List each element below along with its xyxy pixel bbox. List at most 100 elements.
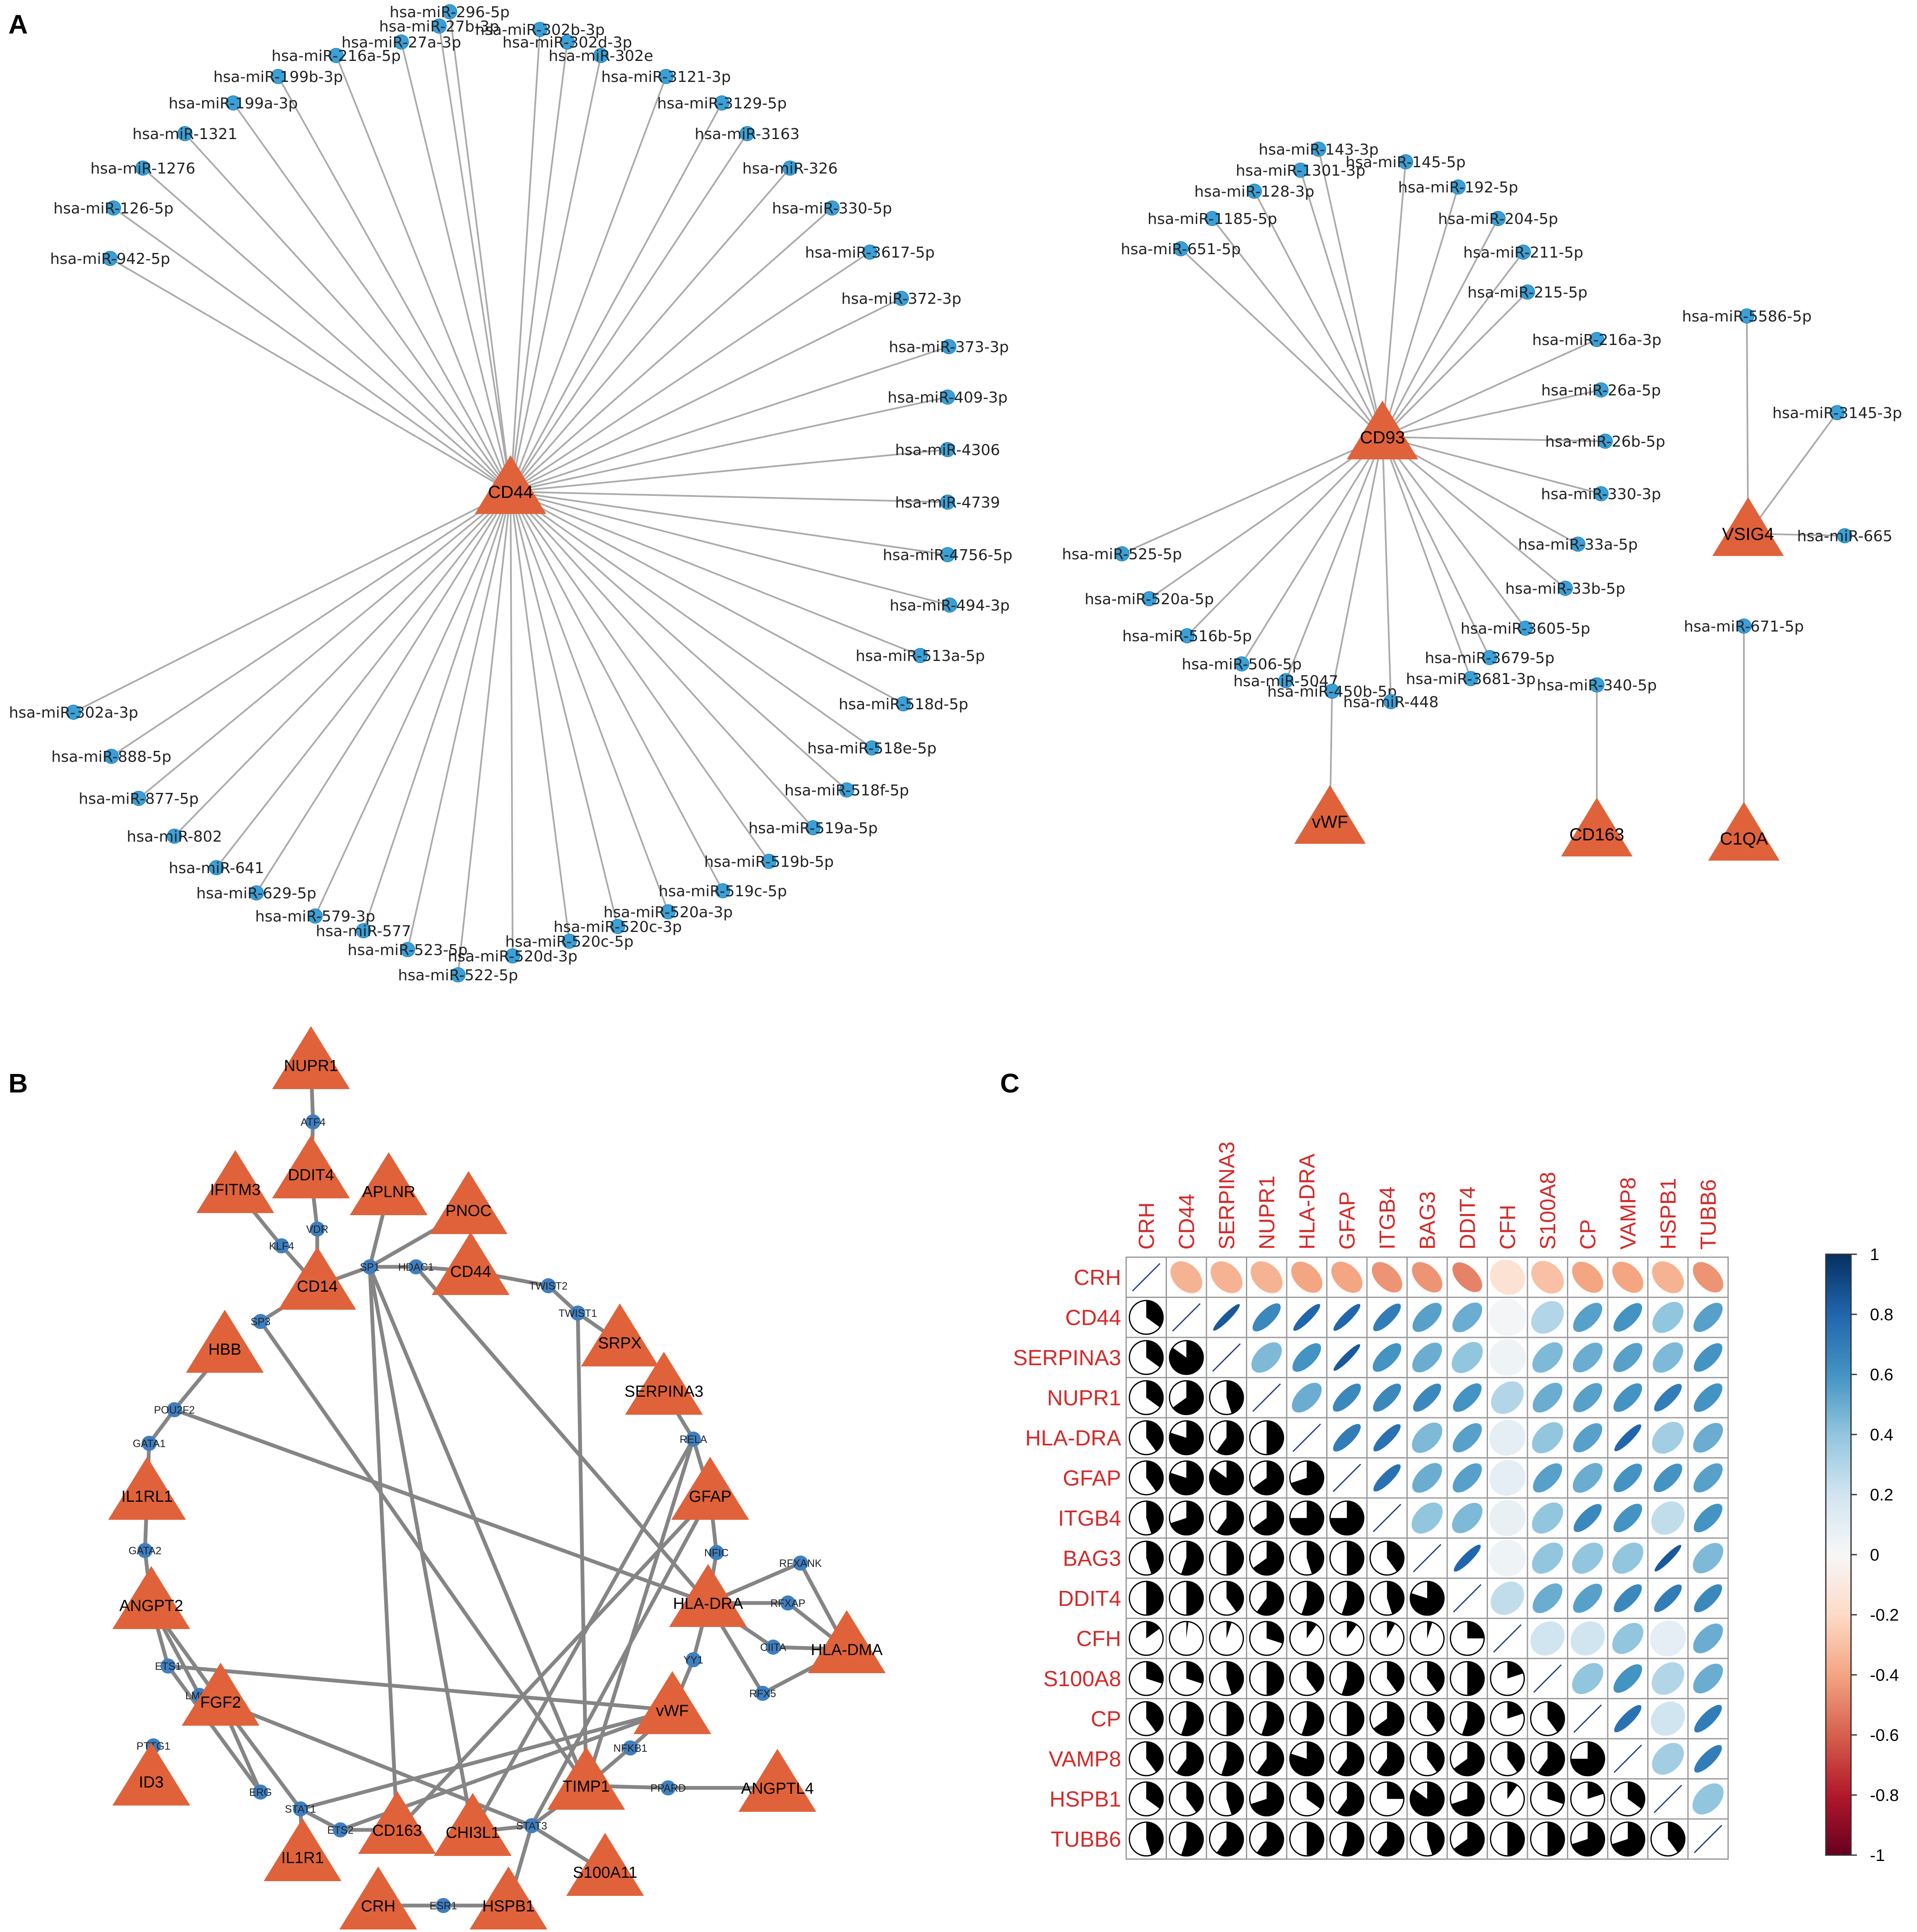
gene-label: IL1RL1 bbox=[121, 1488, 173, 1506]
correlation-pie-slice bbox=[1377, 1742, 1404, 1776]
correlation-ellipse bbox=[1489, 1500, 1526, 1536]
tf-node bbox=[686, 1652, 701, 1667]
mirna-label: hsa-miR-33b-5p bbox=[1505, 580, 1625, 597]
mirna-node bbox=[1293, 163, 1308, 178]
diagonal-line bbox=[1252, 1383, 1281, 1412]
mirna-label: hsa-miR-330-5p bbox=[772, 200, 892, 217]
column-label: GFAP bbox=[1335, 1191, 1359, 1250]
tf-label: GATA2 bbox=[129, 1545, 161, 1557]
correlation-pie-slice bbox=[1547, 1702, 1564, 1732]
correlation-ellipse bbox=[1490, 1582, 1524, 1615]
scale-tick-label: 0 bbox=[1870, 1546, 1879, 1564]
correlation-pie-slice bbox=[1337, 1782, 1364, 1816]
mirna-node bbox=[940, 547, 955, 562]
correlation-pie-slice bbox=[1253, 1501, 1284, 1535]
mirna-node bbox=[1383, 694, 1398, 709]
column-label: BAG3 bbox=[1415, 1191, 1440, 1250]
mirna-label: hsa-miR-520a-5p bbox=[1085, 591, 1214, 608]
correlation-pie-slice bbox=[1181, 1541, 1203, 1575]
panel-c-letter: C bbox=[1000, 1068, 1019, 1098]
correlation-pie-slice bbox=[1507, 1742, 1525, 1773]
mirna-node bbox=[106, 200, 121, 216]
correlation-ellipse bbox=[1653, 1342, 1683, 1373]
correlation-ellipse bbox=[1692, 1783, 1724, 1815]
correlation-ellipse bbox=[1612, 1542, 1643, 1574]
correlation-ellipse bbox=[1412, 1342, 1442, 1373]
correlation-ellipse bbox=[1654, 1463, 1683, 1492]
gene-triangle bbox=[272, 1135, 350, 1198]
panel-a-letter: A bbox=[8, 9, 28, 39]
correlation-pie-slice bbox=[1267, 1421, 1284, 1455]
correlation-ellipse bbox=[1651, 1701, 1685, 1736]
tf-node bbox=[274, 1238, 289, 1253]
diagonal-line bbox=[1453, 1584, 1482, 1613]
mirna-label: hsa-miR-302b-3p bbox=[475, 21, 605, 39]
correlation-pie-slice bbox=[1146, 1661, 1163, 1684]
gene-triangle bbox=[671, 1457, 749, 1520]
tf-node bbox=[686, 1432, 701, 1447]
tf-label: RFX5 bbox=[749, 1688, 776, 1700]
mirna-node bbox=[839, 782, 854, 798]
tf-label: HDAC1 bbox=[398, 1261, 434, 1273]
mirna-node bbox=[400, 942, 415, 957]
correlation-ellipse bbox=[1652, 1742, 1684, 1775]
gene-hub-triangle bbox=[1561, 798, 1633, 857]
gene-hub-label: CD93 bbox=[1360, 427, 1405, 447]
correlation-ellipse bbox=[1490, 1260, 1525, 1295]
correlation-pie-slice bbox=[1251, 1782, 1284, 1816]
correlation-pie-slice bbox=[1301, 1702, 1324, 1736]
edge-cd44-mirna bbox=[510, 42, 568, 492]
panel-c-correlation-matrix: CRHCRHCD44CD44SERPINA3SERPINA3NUPR1NUPR1… bbox=[1013, 1142, 1899, 1865]
correlation-pie-slice bbox=[1410, 1581, 1444, 1615]
edge-cd44-mirna bbox=[510, 167, 791, 492]
mirna-label: hsa-miR-4756-5p bbox=[883, 547, 1013, 564]
correlation-pie-slice bbox=[1176, 1742, 1203, 1776]
mirna-node bbox=[1598, 434, 1613, 449]
correlation-ellipse bbox=[1213, 1304, 1240, 1331]
tf-node bbox=[362, 1259, 377, 1274]
edge-cd93-mirna bbox=[1382, 187, 1459, 437]
correlation-pie-slice bbox=[1467, 1621, 1484, 1639]
tf-label: SP3 bbox=[250, 1316, 270, 1328]
mirna-node bbox=[1593, 382, 1609, 397]
correlation-ellipse bbox=[1573, 1423, 1602, 1453]
mirna-label: hsa-miR-877-5p bbox=[79, 790, 199, 808]
edge-cd44-mirna bbox=[438, 26, 511, 492]
diagonal-line bbox=[1573, 1704, 1602, 1733]
mirna-node bbox=[135, 161, 150, 176]
correlation-pie-slice bbox=[1221, 1742, 1243, 1776]
tf-label: ATF4 bbox=[300, 1116, 325, 1128]
gene-triangle bbox=[432, 1232, 510, 1295]
correlation-ellipse bbox=[1412, 1262, 1443, 1292]
correlation-labels: CRHCRHCD44CD44SERPINA3SERPINA3NUPR1NUPR1… bbox=[1013, 1142, 1721, 1852]
correlation-pie-slice bbox=[1467, 1661, 1484, 1695]
mirna-node bbox=[131, 791, 146, 806]
correlation-pie-slice bbox=[1267, 1661, 1284, 1695]
edge-tf-gene bbox=[168, 1664, 673, 1712]
mirna-node bbox=[226, 95, 241, 111]
edge-tf-gene bbox=[395, 1494, 712, 1832]
mirna-label: hsa-miR-629-5p bbox=[196, 885, 316, 902]
gene-label: ID3 bbox=[139, 1774, 163, 1791]
correlation-ellipse bbox=[1413, 1383, 1441, 1412]
gene-label: TIMP1 bbox=[563, 1778, 610, 1795]
mirna-label: hsa-miR-5586-5p bbox=[1682, 308, 1812, 325]
gene-hub-triangle bbox=[1708, 802, 1780, 861]
edge-tf-gene bbox=[471, 1438, 695, 1833]
tf-node bbox=[333, 1822, 348, 1837]
correlation-ellipse bbox=[1532, 1502, 1563, 1534]
mirna-label: hsa-miR-519b-5p bbox=[704, 853, 834, 871]
mirna-label: hsa-miR-802 bbox=[127, 828, 222, 845]
correlation-ellipse bbox=[1531, 1301, 1564, 1334]
scale-tick-label: 1 bbox=[1870, 1245, 1879, 1264]
edge-cd93-mirna bbox=[1148, 436, 1383, 600]
correlation-pie-slice bbox=[1146, 1822, 1163, 1855]
gene-triangle bbox=[339, 1866, 417, 1929]
scale-tick-label: 0.2 bbox=[1870, 1486, 1893, 1504]
edge-cd93-mirna bbox=[1382, 436, 1566, 589]
correlation-pie-slice bbox=[1256, 1581, 1284, 1615]
correlation-ellipse bbox=[1652, 1302, 1684, 1333]
scale-tick-label: -0.8 bbox=[1870, 1786, 1899, 1805]
